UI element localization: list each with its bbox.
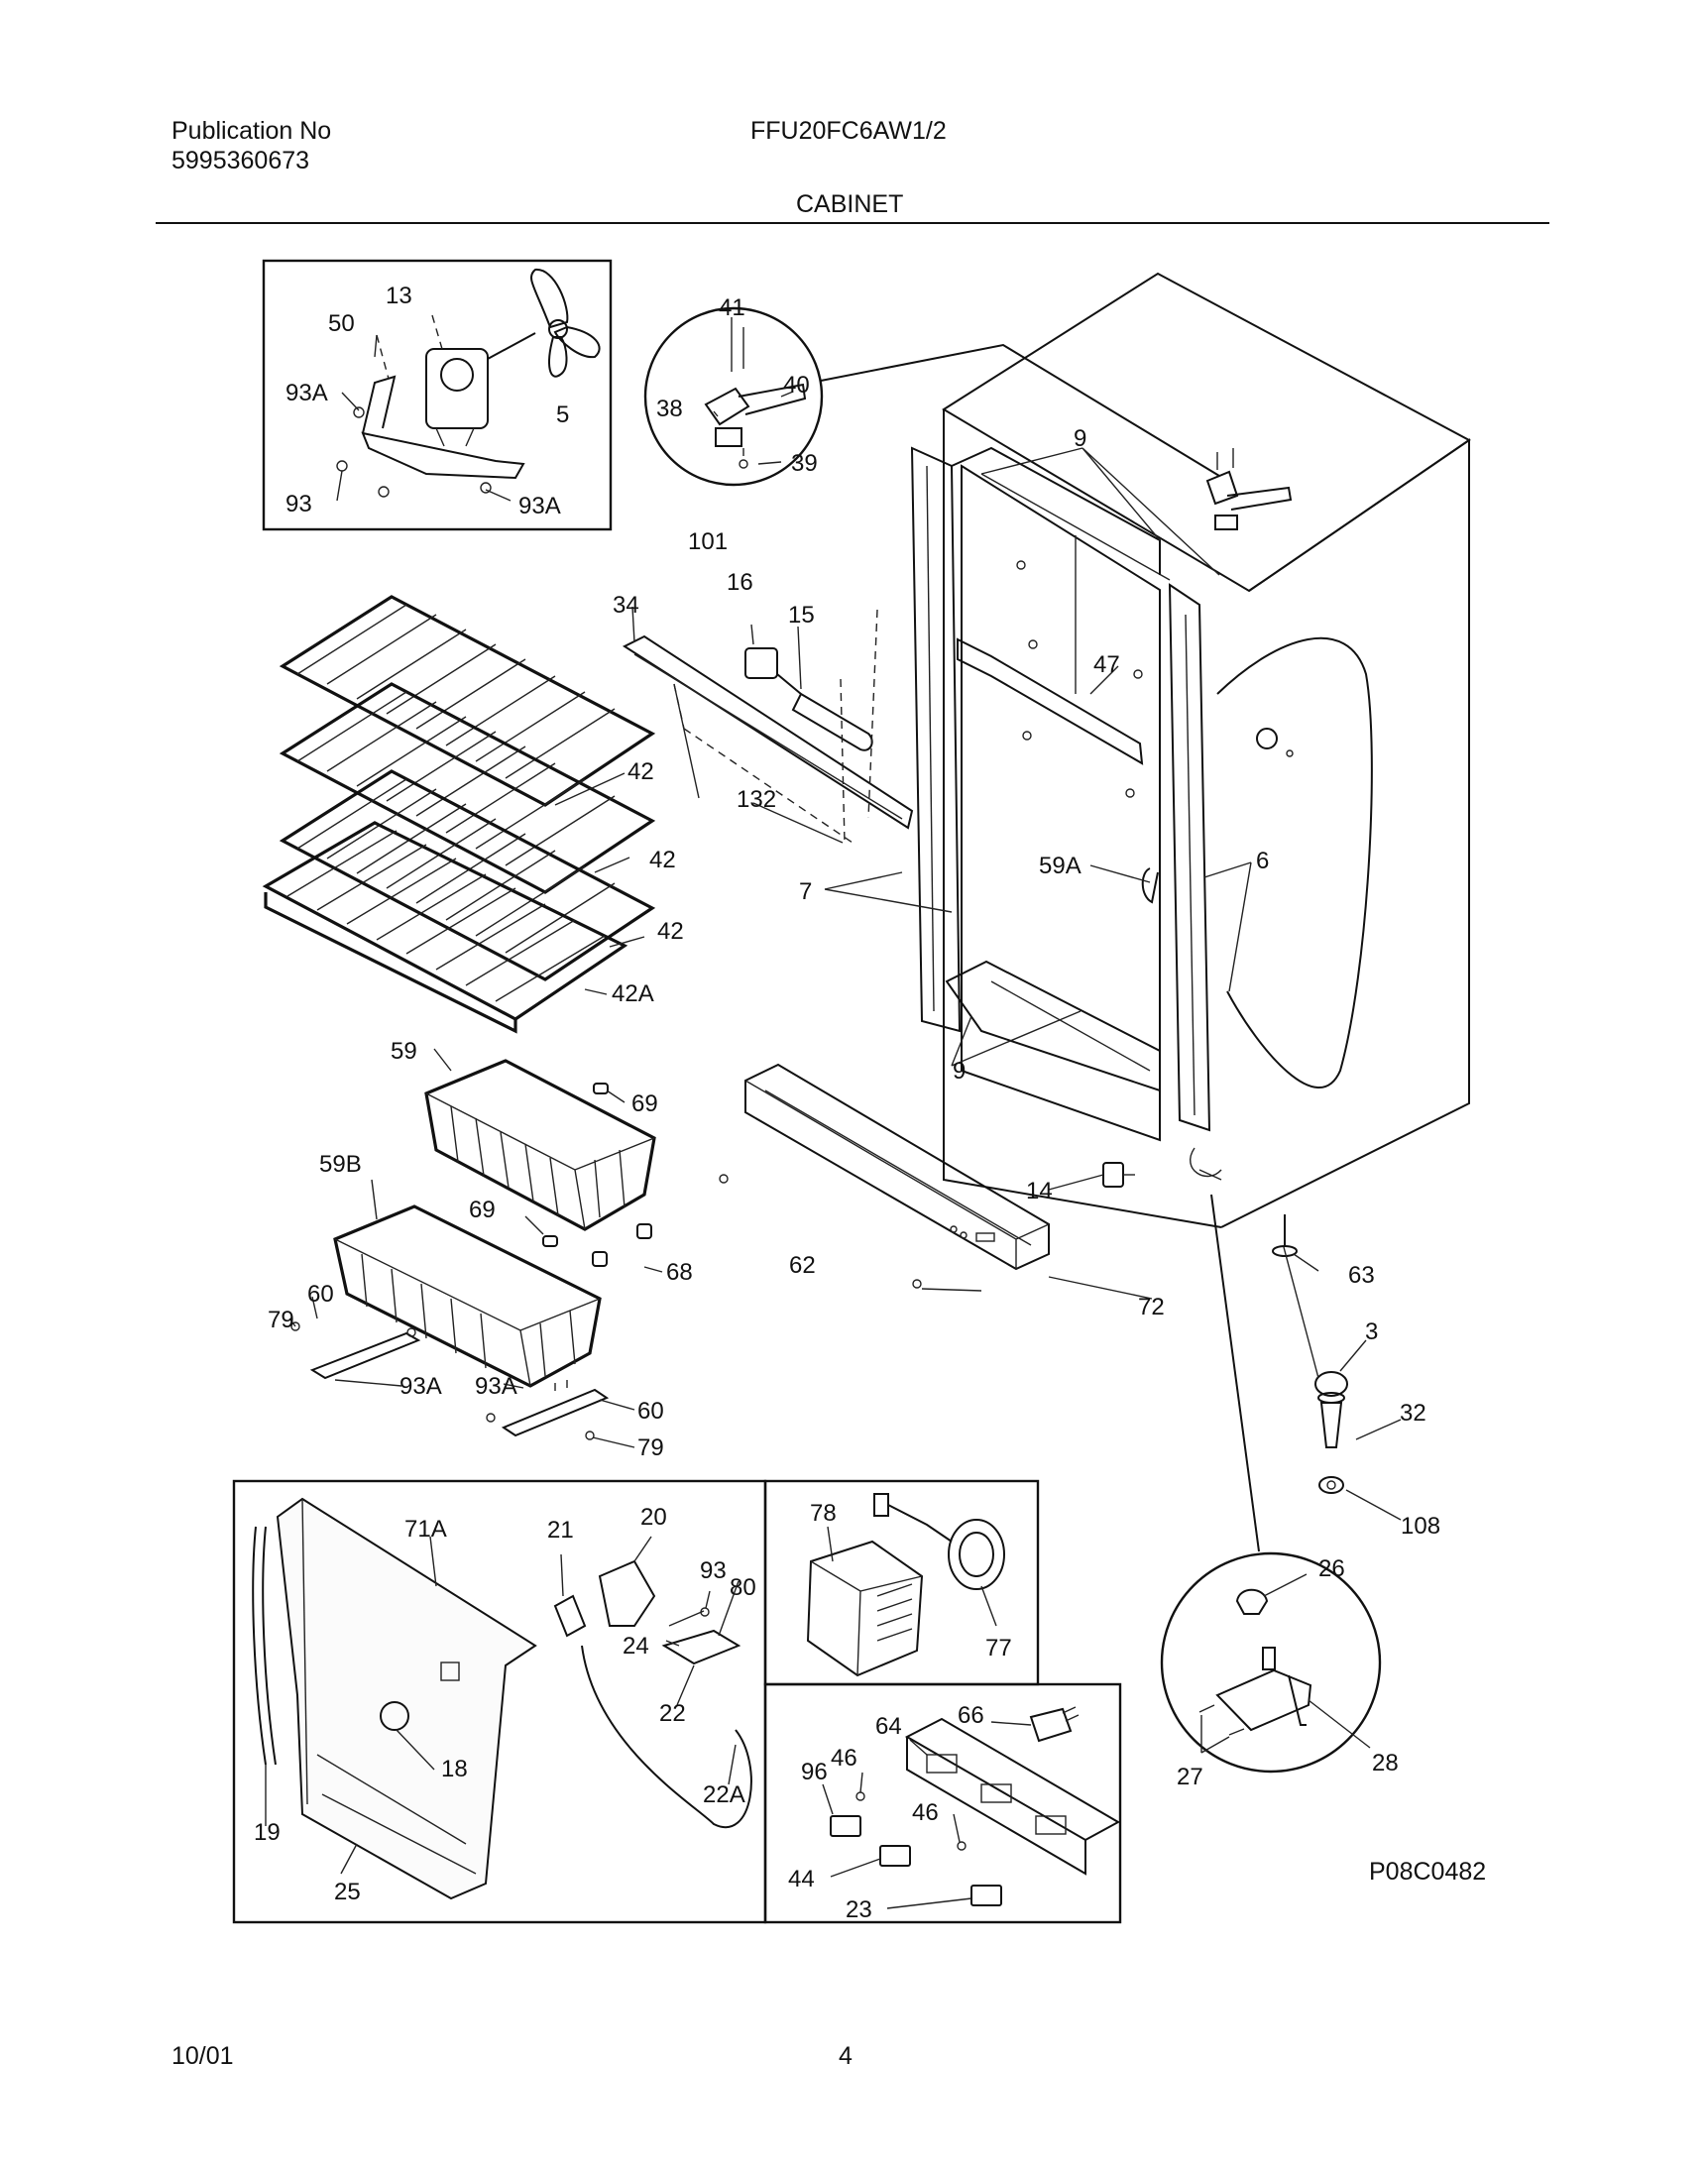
footer-page-number: 4 [839,2042,853,2070]
callout-24: 24 [623,1633,649,1660]
callout-108: 108 [1401,1513,1440,1540]
callout-93a: 93A [399,1373,442,1400]
callout-69: 69 [631,1090,658,1117]
section-title: CABINET [796,190,904,218]
callout-42: 42 [657,918,684,945]
callout-93a: 93A [518,493,561,519]
callout-59a: 59A [1039,853,1082,879]
callout-80: 80 [730,1574,756,1601]
baskets [290,1059,656,1440]
callout-69: 69 [469,1197,496,1223]
callout-15: 15 [788,602,815,629]
callout-60: 60 [637,1398,664,1425]
callout-9: 9 [953,1058,966,1085]
callout-39: 39 [791,450,818,477]
leveling-leg-parts [1272,1214,1348,1494]
publication-label: Publication No [171,117,332,145]
header-rule [156,222,1549,224]
callout-25: 25 [334,1879,361,1905]
callout-21: 21 [547,1517,574,1544]
callout-79: 79 [637,1434,664,1461]
callout-19: 19 [254,1819,281,1846]
callout-5: 5 [556,401,569,428]
callout-42: 42 [649,847,676,873]
callout-22: 22 [659,1700,686,1727]
model-number: FFU20FC6AW1/2 [750,117,947,145]
diagram-code: P08C0482 [1369,1858,1487,1886]
callout-72: 72 [1138,1294,1165,1320]
callout-93: 93 [285,491,312,517]
callout-93a: 93A [285,380,328,406]
callout-47: 47 [1093,651,1120,678]
callout-23: 23 [846,1896,872,1923]
callout-28: 28 [1372,1750,1399,1776]
callout-7: 7 [799,878,812,905]
callout-9: 9 [1074,425,1086,452]
callout-18: 18 [441,1756,468,1782]
callout-50: 50 [328,310,355,337]
wire-shelves [262,595,656,1034]
callout-26: 26 [1318,1555,1345,1582]
top-hinge-inset [643,306,1220,487]
callout-62: 62 [789,1252,816,1279]
callout-77: 77 [985,1635,1012,1661]
callout-71a: 71A [404,1516,447,1543]
footer-date: 10/01 [171,2042,234,2070]
control-housing-box [763,1682,1122,1924]
callout-68: 68 [666,1259,693,1286]
fan-motor-inset [262,259,613,531]
transformer-box [763,1479,1040,1686]
callout-59: 59 [391,1038,417,1065]
callout-6: 6 [1256,848,1269,874]
callout-labels: 13 50 93A 5 93 93A 41 40 38 39 101 9 16 … [254,283,1440,1923]
callout-38: 38 [656,396,683,422]
callout-59b: 59B [319,1151,362,1178]
callout-14: 14 [1026,1178,1053,1204]
callout-42a: 42A [612,980,654,1007]
callout-64: 64 [875,1713,902,1740]
publication-number: 5995360673 [171,147,310,174]
evaporator-cover-and-light [622,609,914,844]
callout-132: 132 [737,786,776,813]
cabinet-body [910,272,1471,1228]
callout-46: 46 [831,1745,857,1772]
callout-41: 41 [719,294,745,321]
callout-44: 44 [788,1866,815,1892]
callout-16: 16 [727,569,753,596]
leader-lines [265,317,1402,1909]
bottom-hinge-inset [1160,1194,1382,1774]
callout-40: 40 [783,372,810,399]
callout-20: 20 [640,1504,667,1531]
callout-34: 34 [613,592,639,619]
callout-63: 63 [1348,1262,1375,1289]
cabinet-top-hinge [1205,448,1293,530]
callout-66: 66 [958,1702,984,1729]
callout-93a: 93A [475,1373,517,1400]
callout-60: 60 [307,1281,334,1308]
callout-32: 32 [1400,1400,1426,1427]
callout-93: 93 [700,1557,727,1584]
callout-46: 46 [912,1799,939,1826]
callout-27: 27 [1177,1764,1203,1790]
callout-96: 96 [801,1759,828,1785]
toe-grille-panel [719,1063,1135,1289]
callout-3: 3 [1365,1318,1378,1345]
callout-101: 101 [688,528,728,555]
callout-22a: 22A [703,1781,745,1808]
callout-78: 78 [810,1500,837,1527]
callout-79: 79 [268,1307,294,1333]
callout-42: 42 [627,758,654,785]
callout-13: 13 [386,283,412,309]
